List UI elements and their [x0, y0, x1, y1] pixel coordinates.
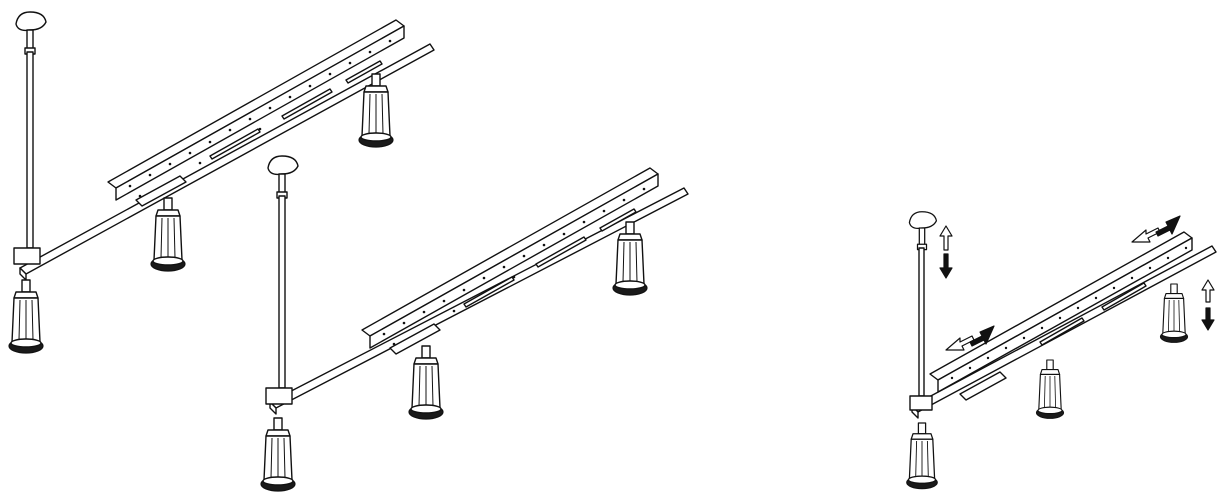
- adjustable-leg: [1035, 359, 1065, 419]
- length-adjust-arrow-front: [945, 325, 995, 351]
- height-adjust-arrow-leg: [1201, 279, 1215, 331]
- adjustable-leg: [8, 279, 44, 354]
- frame-assembly-right: [906, 211, 1217, 490]
- adjustable-leg: [1159, 283, 1189, 343]
- frame-assembly-left: [8, 11, 435, 354]
- adjustable-leg: [612, 221, 648, 296]
- upright-post: [908, 211, 938, 411]
- perforation-holes: [950, 246, 1188, 380]
- upright-post: [265, 155, 299, 405]
- adjustable-leg: [150, 197, 186, 272]
- adjustable-leg: [260, 417, 296, 492]
- height-adjust-arrow-post: [939, 225, 953, 279]
- adjustable-leg: [906, 422, 938, 490]
- adjustment-slots: [463, 208, 637, 308]
- length-adjust-arrow-back: [1131, 215, 1181, 243]
- adjustable-leg: [408, 345, 444, 420]
- frame-assembly-middle: [260, 155, 689, 492]
- adjustment-slots: [1039, 282, 1147, 346]
- adjustment-slots: [209, 60, 383, 160]
- upright-post: [13, 11, 47, 265]
